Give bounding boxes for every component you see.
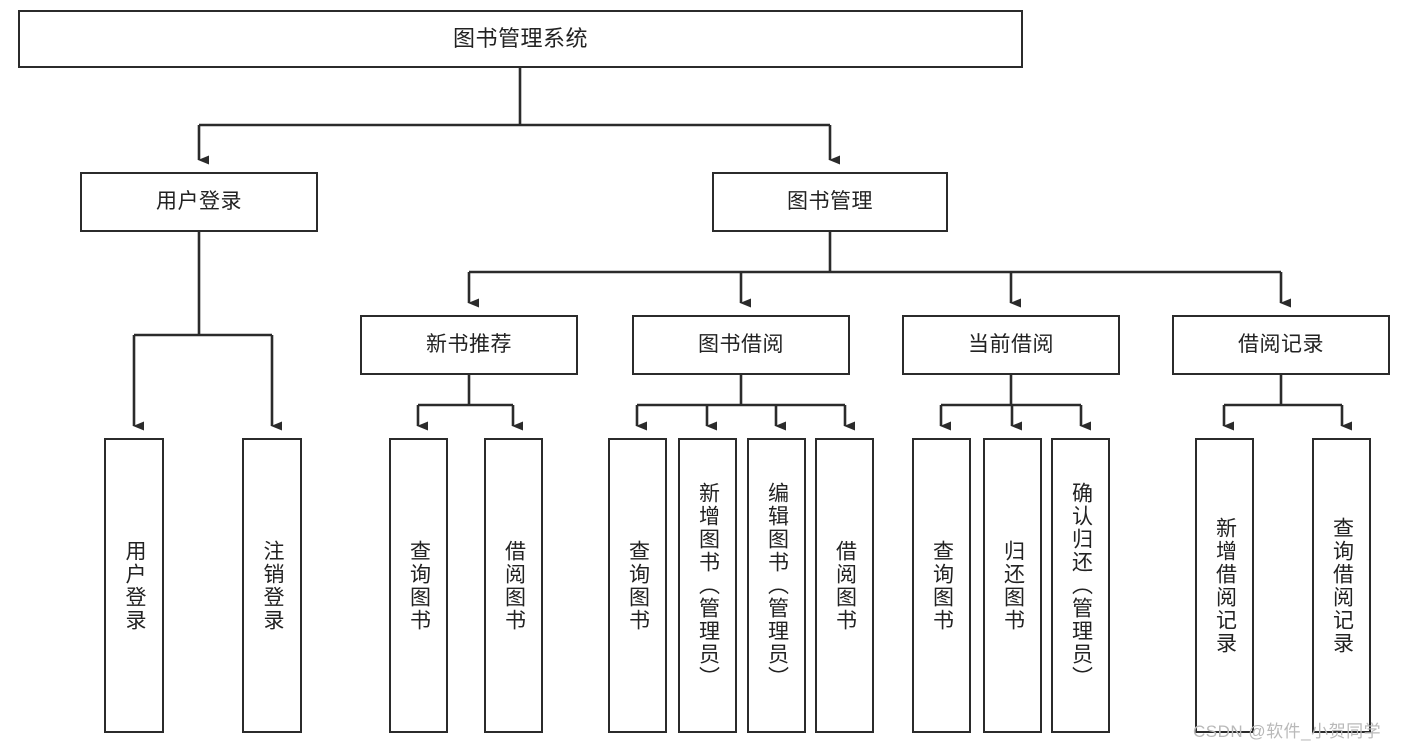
node-label: 当前借阅 — [968, 332, 1054, 356]
node-label: 新增图书（管理员） — [696, 482, 720, 689]
node-label: 查询借阅记录 — [1330, 516, 1354, 655]
node-label: 图书管理系统 — [452, 26, 588, 52]
node-label: 图书借阅 — [698, 332, 784, 356]
node-label: 图书管理 — [787, 189, 873, 213]
leaf-borrow-book-recommend[interactable]: 借阅图书 — [484, 438, 543, 733]
node-label: 编辑图书（管理员） — [765, 482, 789, 689]
node-label: 借阅记录 — [1238, 332, 1324, 356]
node-root[interactable]: 图书管理系统 — [18, 10, 1023, 68]
leaf-confirm-return-admin[interactable]: 确认归还（管理员） — [1051, 438, 1110, 733]
leaf-user-login[interactable]: 用户登录 — [104, 438, 164, 733]
node-label: 借阅图书 — [502, 539, 526, 632]
watermark: CSDN @软件_小贺同学 — [1193, 722, 1382, 741]
leaf-query-book-borrow[interactable]: 查询图书 — [608, 438, 667, 733]
leaf-query-book-recommend[interactable]: 查询图书 — [389, 438, 448, 733]
node-label: 注销登录 — [261, 539, 285, 632]
leaf-edit-book-admin[interactable]: 编辑图书（管理员） — [747, 438, 806, 733]
node-label: 新书推荐 — [426, 332, 512, 356]
node-label: 新增借阅记录 — [1213, 516, 1237, 655]
node-label: 用户登录 — [156, 189, 242, 213]
leaf-add-borrow-record[interactable]: 新增借阅记录 — [1195, 438, 1254, 733]
leaf-add-book-admin[interactable]: 新增图书（管理员） — [678, 438, 737, 733]
node-current-borrow[interactable]: 当前借阅 — [902, 315, 1120, 375]
leaf-return-book[interactable]: 归还图书 — [983, 438, 1042, 733]
leaf-query-borrow-record[interactable]: 查询借阅记录 — [1312, 438, 1371, 733]
node-label: 借阅图书 — [833, 539, 857, 632]
node-label: 归还图书 — [1001, 539, 1025, 632]
node-label: 查询图书 — [407, 539, 431, 632]
leaf-query-book-current[interactable]: 查询图书 — [912, 438, 971, 733]
node-label: 确认归还（管理员） — [1069, 482, 1093, 689]
node-label: 用户登录 — [123, 539, 147, 632]
leaf-logout[interactable]: 注销登录 — [242, 438, 302, 733]
node-book-management[interactable]: 图书管理 — [712, 172, 948, 232]
node-label: 查询图书 — [626, 539, 650, 632]
node-label: 查询图书 — [930, 539, 954, 632]
leaf-borrow-book[interactable]: 借阅图书 — [815, 438, 874, 733]
node-book-borrow[interactable]: 图书借阅 — [632, 315, 850, 375]
node-borrow-record[interactable]: 借阅记录 — [1172, 315, 1390, 375]
node-new-book-recommend[interactable]: 新书推荐 — [360, 315, 578, 375]
node-user-login[interactable]: 用户登录 — [80, 172, 318, 232]
